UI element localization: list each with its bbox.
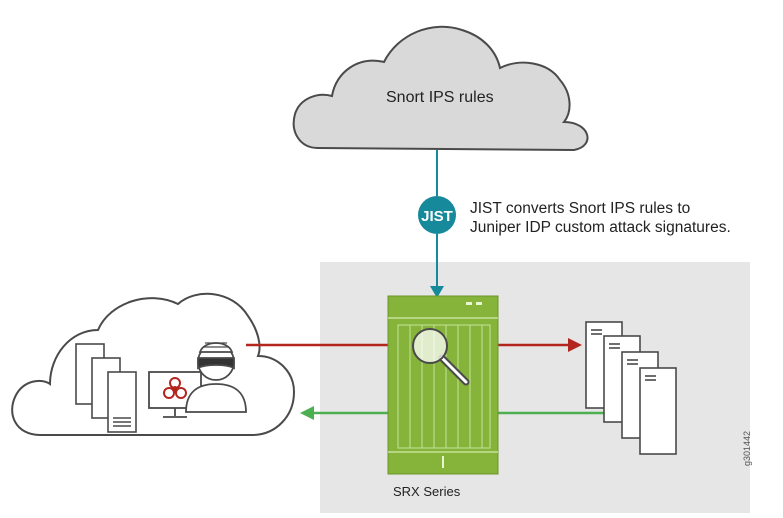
- snort-cloud: [292, 25, 589, 152]
- srx-device: [387, 295, 499, 475]
- server-icon: [639, 367, 677, 455]
- attack-arrowhead: [568, 338, 582, 352]
- figure-id: g301442: [742, 430, 752, 466]
- jist-badge: [418, 196, 456, 234]
- servers-icon: [585, 321, 677, 455]
- jist-description-line2: Juniper IDP custom attack signatures.: [470, 219, 731, 236]
- srx-network-panel: [320, 262, 750, 513]
- biohazard-icon: [163, 377, 187, 399]
- snort-cloud-label: Snort IPS rules: [386, 89, 494, 106]
- internet-cloud: [11, 292, 296, 436]
- magnifier-icon: [412, 328, 470, 386]
- jist-description-line1: JIST converts Snort IPS rules to: [470, 200, 691, 217]
- srx-series-label: SRX Series: [393, 484, 461, 499]
- jist-down-arrowhead: [430, 286, 444, 298]
- hacker-icon: [185, 342, 247, 413]
- jist-description: JIST converts Snort IPS rules to Juniper…: [470, 199, 731, 237]
- documents-icon: [75, 343, 137, 433]
- jist-badge-text: JIST: [421, 208, 453, 225]
- return-arrowhead: [300, 406, 314, 420]
